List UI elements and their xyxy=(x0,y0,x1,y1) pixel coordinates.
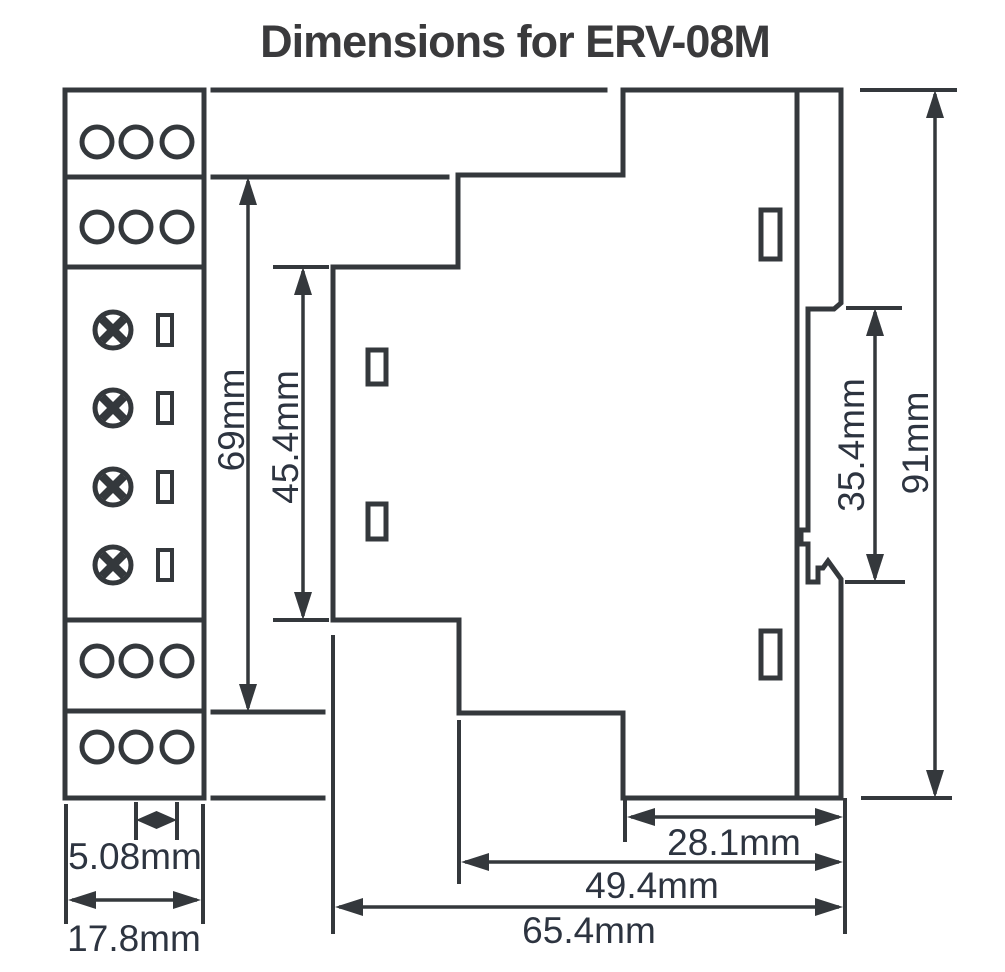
screw-head xyxy=(92,466,134,508)
arrowhead-right-icon xyxy=(815,853,843,871)
dimension-label: 69mm xyxy=(211,369,252,472)
arrowhead-left-icon xyxy=(461,853,489,871)
dimension-label: 49.4mm xyxy=(585,865,719,906)
side-profile-outline xyxy=(330,87,844,801)
terminal-hole xyxy=(79,124,115,160)
screw-terminal-icon xyxy=(92,466,174,508)
terminal-hole xyxy=(118,729,154,765)
dimension-35-4mm: 35.4mm xyxy=(831,308,884,582)
vent-slot xyxy=(758,207,783,262)
arrowhead-up-icon xyxy=(866,308,884,336)
arrowhead-down-icon xyxy=(866,554,884,582)
vent-slot xyxy=(156,313,174,347)
terminal-hole xyxy=(118,124,154,160)
front-view xyxy=(62,87,207,801)
dimension-65-4mm: 65.4mm xyxy=(335,898,843,951)
arrowhead-down-icon xyxy=(294,592,312,620)
dimension-label: 91mm xyxy=(895,392,936,495)
side-view xyxy=(330,87,844,801)
vent-slot xyxy=(156,470,174,504)
dimension-45-4mm: 45.4mm xyxy=(265,267,312,620)
dimension-17-8mm: 17.8mm xyxy=(67,891,201,959)
vent-slot xyxy=(365,501,389,542)
terminal-hole xyxy=(159,643,195,679)
dimension-label: 65.4mm xyxy=(522,910,656,951)
arrowhead-up-icon xyxy=(926,90,944,118)
screw-cross-line xyxy=(98,315,128,345)
terminal-row-bottom-2 xyxy=(79,729,195,765)
screw-head xyxy=(92,309,134,351)
dimension-5-08mm: 5.08mm xyxy=(68,811,202,877)
arrowhead-left-icon xyxy=(627,808,655,826)
terminal-hole xyxy=(159,729,195,765)
terminal-hole xyxy=(118,209,154,245)
dimension-label: 28.1mm xyxy=(667,822,801,863)
terminal-row-top-1 xyxy=(79,124,195,160)
dimension-label: 17.8mm xyxy=(67,918,201,959)
dimension-91mm: 91mm xyxy=(895,90,944,798)
arrowhead-right-icon xyxy=(173,891,201,909)
dimension-label: 35.4mm xyxy=(831,378,872,512)
arrowhead-right-icon xyxy=(815,898,843,916)
dimension-49-4mm: 49.4mm xyxy=(461,853,843,906)
dimension-69mm: 69mm xyxy=(211,177,257,712)
terminal-hole xyxy=(79,209,115,245)
arrowhead-up-icon xyxy=(239,177,257,205)
screw-head xyxy=(92,544,134,586)
arrowhead-down-icon xyxy=(926,770,944,798)
screw-head xyxy=(92,387,134,429)
screw-terminal-icon xyxy=(92,309,174,351)
vent-slot xyxy=(156,548,174,582)
vent-slot xyxy=(365,347,389,387)
terminal-row-top-2 xyxy=(79,209,195,245)
dimension-label: 5.08mm xyxy=(68,836,202,877)
arrowhead-left-icon xyxy=(68,891,96,909)
screw-cross-line xyxy=(98,472,128,502)
screw-cross-line xyxy=(98,393,128,423)
vent-slot xyxy=(156,391,174,425)
dimension-28-1mm: 28.1mm xyxy=(627,808,843,863)
arrowhead-down-icon xyxy=(239,684,257,712)
page-title: Dimensions for ERV-08M xyxy=(260,16,770,67)
front-view-outline xyxy=(62,87,207,801)
dimension-label: 45.4mm xyxy=(265,370,306,504)
screw-terminal-icon xyxy=(92,544,174,586)
vent-slot xyxy=(758,628,783,681)
screw-terminal-icon xyxy=(92,387,174,429)
screw-cross-line xyxy=(98,550,128,580)
terminal-hole xyxy=(118,643,154,679)
arrowhead-right-icon xyxy=(815,808,843,826)
projection-lines xyxy=(64,87,957,934)
arrowhead-left-icon xyxy=(335,898,363,916)
arrowhead-up-icon xyxy=(294,267,312,295)
terminal-hole xyxy=(159,209,195,245)
terminal-row-bottom-1 xyxy=(79,643,195,679)
terminal-hole xyxy=(79,729,115,765)
terminal-hole xyxy=(79,643,115,679)
terminal-hole xyxy=(159,124,195,160)
double-arrow-icon xyxy=(136,811,177,829)
